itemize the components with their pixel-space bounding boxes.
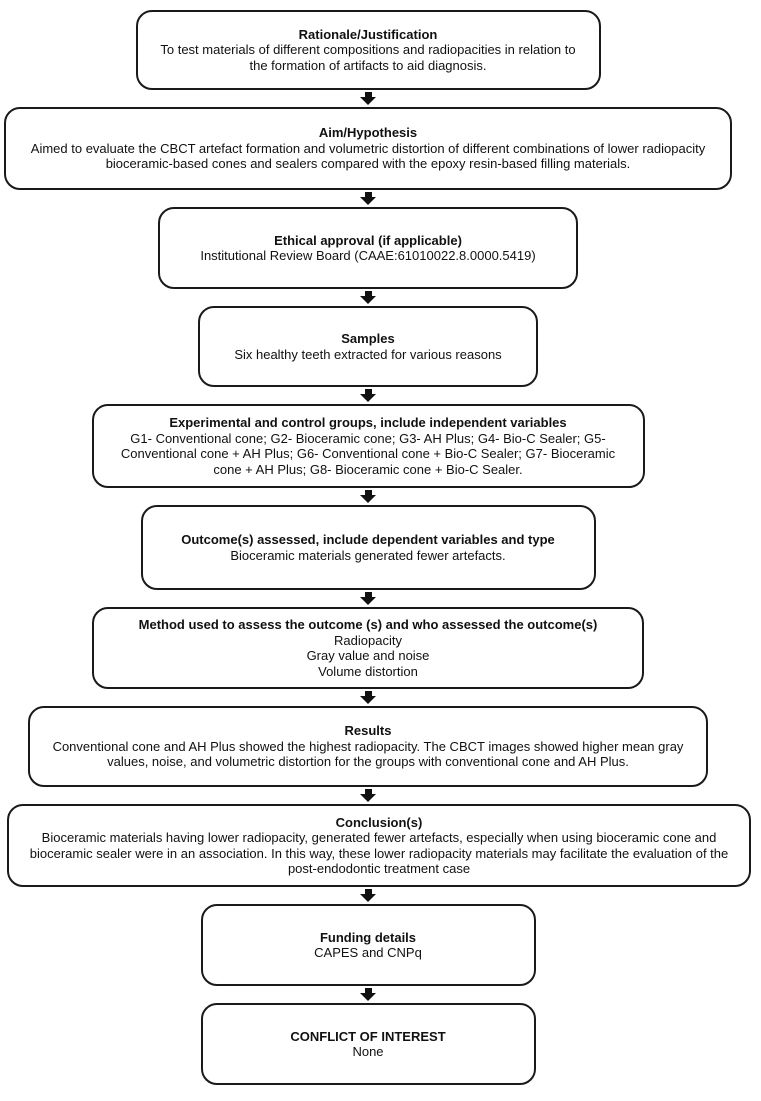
flow-box-funding: Funding details CAPES and CNPq [200, 904, 536, 986]
box-title: Results [344, 723, 392, 739]
box-body: None [352, 1044, 384, 1059]
connector [360, 90, 376, 107]
connector [360, 190, 376, 207]
connector [360, 787, 376, 804]
box-title: Experimental and control groups, include… [169, 415, 567, 430]
down-arrow-icon [360, 92, 376, 105]
flow-box-results: Results Conventional cone and AH Plus sh… [28, 706, 708, 787]
box-title: CONFLICT OF INTEREST [290, 1028, 446, 1044]
connector [360, 488, 376, 505]
box-body: Radiopacity Gray value and noise Volume … [306, 632, 430, 679]
flow-box-rationale: Rationale/Justification To test material… [135, 10, 601, 90]
down-arrow-icon [360, 988, 376, 1001]
down-arrow-icon [360, 291, 376, 304]
connector [360, 986, 376, 1003]
box-title: Samples [341, 331, 395, 346]
box-body: Six healthy teeth extracted for various … [234, 346, 502, 362]
down-arrow-icon [360, 490, 376, 503]
flow-box-aim: Aim/Hypothesis Aimed to evaluate the CBC… [4, 107, 732, 190]
flow-box-conclusions: Conclusion(s) Bioceramic materials havin… [7, 804, 751, 887]
box-body: CAPES and CNPq [314, 945, 422, 960]
box-body: Aimed to evaluate the CBCT artefact form… [30, 140, 706, 172]
box-title: Method used to assess the outcome (s) an… [138, 617, 598, 632]
down-arrow-icon [360, 192, 376, 205]
box-body: G1- Conventional cone; G2- Bioceramic co… [120, 430, 616, 477]
down-arrow-icon [360, 889, 376, 902]
flow-box-groups: Experimental and control groups, include… [91, 404, 645, 488]
down-arrow-icon [360, 691, 376, 704]
box-title: Outcome(s) assessed, include dependent v… [181, 532, 555, 547]
box-body: To test materials of different compositi… [160, 42, 576, 73]
box-title: Aim/Hypothesis [318, 125, 418, 141]
connector [360, 590, 376, 607]
connector [360, 387, 376, 404]
flow-box-samples: Samples Six healthy teeth extracted for … [198, 306, 538, 387]
flow-box-outcomes: Outcome(s) assessed, include dependent v… [140, 505, 596, 590]
box-body: Institutional Review Board (CAAE:6101002… [200, 248, 536, 263]
connector [360, 887, 376, 904]
box-body: Bioceramic materials generated fewer art… [230, 547, 506, 563]
down-arrow-icon [360, 789, 376, 802]
box-title: Conclusion(s) [335, 814, 423, 830]
box-body: Bioceramic materials having lower radiop… [29, 830, 729, 876]
box-title: Rationale/Justification [298, 26, 438, 42]
down-arrow-icon [360, 389, 376, 402]
flow-box-conflict-of-interest: CONFLICT OF INTEREST None [200, 1003, 536, 1085]
connector [360, 689, 376, 706]
box-body: Conventional cone and AH Plus showed the… [52, 738, 684, 770]
box-title: Funding details [319, 929, 417, 945]
flow-box-ethical-approval: Ethical approval (if applicable) Institu… [158, 207, 578, 289]
flow-box-method: Method used to assess the outcome (s) an… [92, 607, 644, 689]
down-arrow-icon [360, 592, 376, 605]
connector [360, 289, 376, 306]
box-title: Ethical approval (if applicable) [274, 232, 462, 248]
